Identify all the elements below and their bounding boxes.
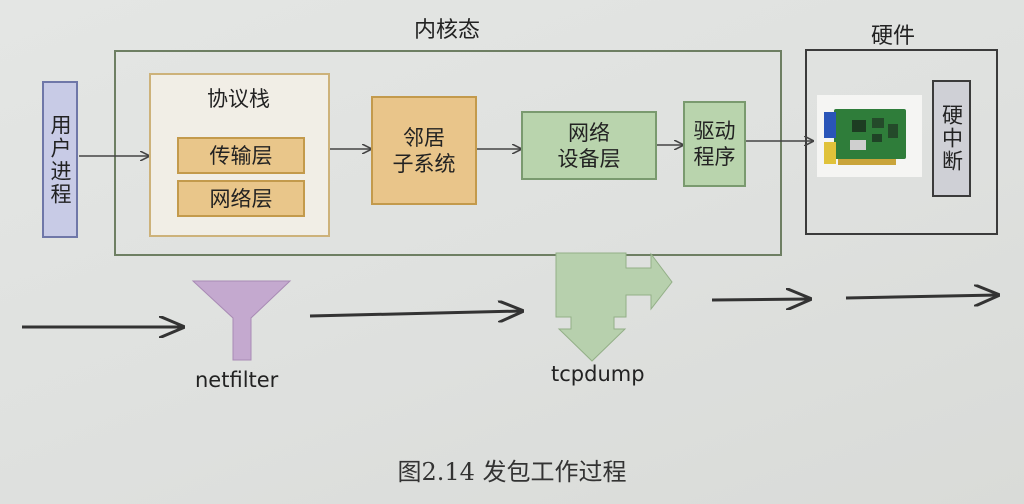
bottom-arrow-3 xyxy=(711,299,810,300)
neighbor-subsystem-label-line1: 邻居 xyxy=(403,125,445,150)
net-device-layer-box: 网络 设备层 xyxy=(521,111,657,180)
neighbor-subsystem-box: 邻居 子系统 xyxy=(371,96,477,205)
hardware-title: 硬件 xyxy=(871,24,916,49)
transport-layer-box: 传输层 xyxy=(177,137,305,174)
user-process-label: 用户进程 xyxy=(48,113,72,206)
network-layer-box: 网络层 xyxy=(177,180,305,217)
network-card-icon xyxy=(817,95,922,177)
tcpdump-label: tcpdump xyxy=(551,362,645,386)
kernel-title: 内核态 xyxy=(414,18,481,43)
netfilter-label: netfilter xyxy=(195,368,279,392)
neighbor-subsystem-label-line2: 子系统 xyxy=(392,151,456,176)
net-device-label-line1: 网络 xyxy=(568,120,610,145)
protocol-stack-label: 协议栈 xyxy=(207,87,270,111)
kernel-region xyxy=(114,50,782,256)
driver-label-line2: 程序 xyxy=(693,145,736,169)
netfilter-funnel-icon xyxy=(191,280,292,361)
hard-interrupt-box: 硬中断 xyxy=(932,80,971,197)
net-device-label-line2: 设备层 xyxy=(557,146,621,171)
tcpdump-copy-icon xyxy=(555,252,673,362)
bottom-arrow-2 xyxy=(309,311,522,316)
user-process-box: 用户进程 xyxy=(42,81,78,238)
driver-label-line1: 驱动 xyxy=(693,119,736,143)
hard-interrupt-label: 硬中断 xyxy=(939,104,964,173)
figure-caption: 图2.14 发包工作过程 xyxy=(397,458,627,486)
driver-box: 驱动 程序 xyxy=(683,101,746,187)
bottom-arrow-4 xyxy=(845,295,998,298)
